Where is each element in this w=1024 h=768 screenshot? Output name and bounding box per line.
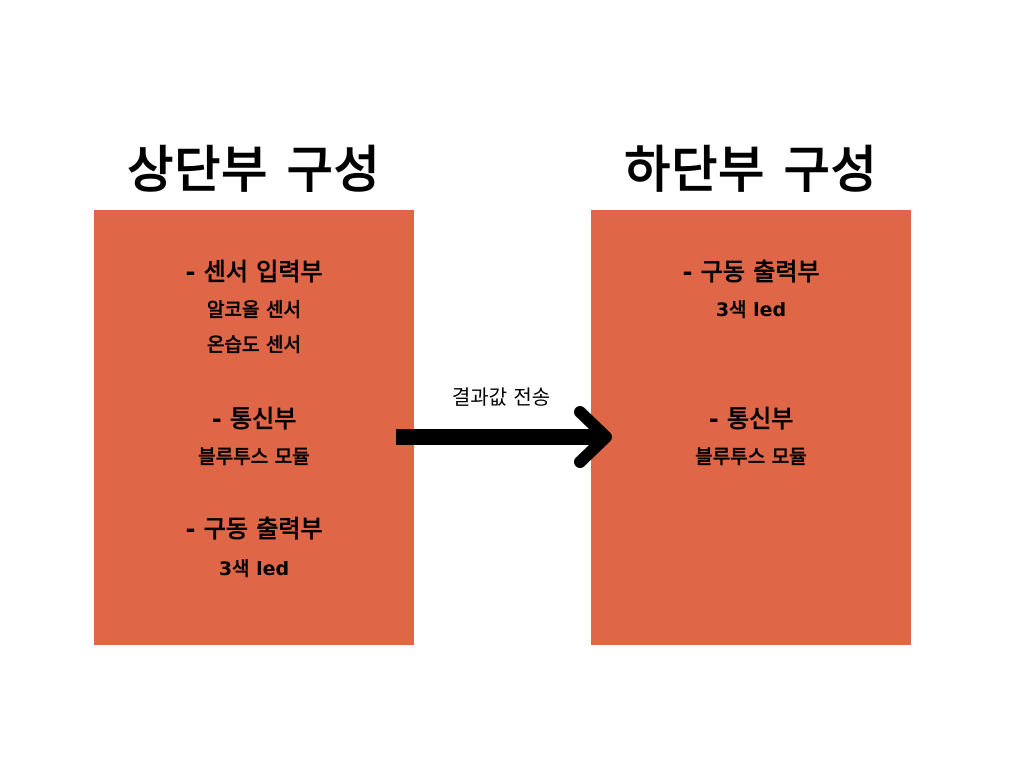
upper-section-title: 상단부 구성 bbox=[127, 141, 381, 199]
arrow-head bbox=[574, 406, 612, 468]
lower-section-title: 하단부 구성 bbox=[624, 141, 878, 199]
rgb-led-item: 3색 led bbox=[715, 299, 787, 321]
lower-section-box: - 구동 출력부 3색 led - 통신부 블루투스 모듈 bbox=[591, 210, 911, 645]
drive-output-heading: - 구동 출력부 bbox=[185, 515, 323, 543]
communication-heading: - 통신부 bbox=[708, 405, 794, 433]
sensor-input-heading: - 센서 입력부 bbox=[185, 258, 323, 286]
communication-heading: - 통신부 bbox=[211, 405, 297, 433]
bluetooth-module-item: 블루투스 모듈 bbox=[198, 446, 310, 468]
right-arrow-icon bbox=[396, 406, 612, 468]
bluetooth-module-item: 블루투스 모듈 bbox=[695, 446, 807, 468]
upper-section-box: - 센서 입력부 알코올 센서 온습도 센서 - 통신부 블루투스 모듈 - 구… bbox=[94, 210, 414, 645]
rgb-led-item: 3색 led bbox=[218, 558, 290, 580]
arrow-label: 결과값 전송 bbox=[451, 385, 551, 409]
drive-output-heading: - 구동 출력부 bbox=[682, 258, 820, 286]
temp-humidity-sensor-item: 온습도 센서 bbox=[206, 334, 301, 356]
alcohol-sensor-item: 알코올 센서 bbox=[206, 299, 301, 321]
